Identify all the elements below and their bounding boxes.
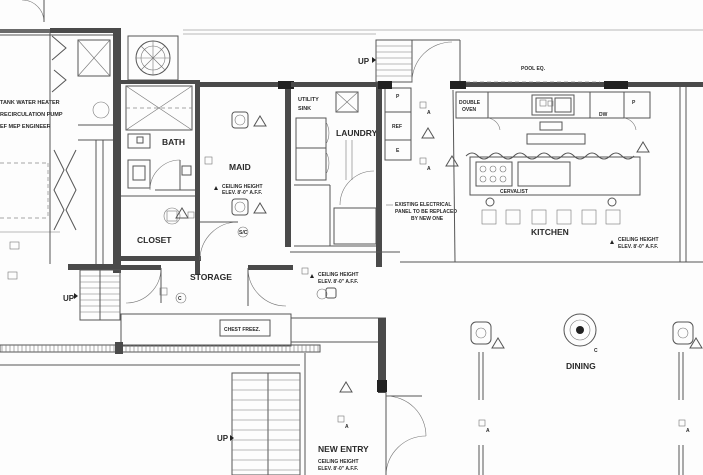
dining-area: C DINING A A	[470, 313, 703, 475]
laundry-room: UTILITY SINK LAUNDRY	[290, 82, 703, 267]
shaft-column	[49, 28, 121, 273]
fridge-a-tag-2: A	[427, 166, 431, 172]
storage-room: STORAGE C	[121, 265, 293, 307]
storage-c-tag: C	[178, 296, 182, 302]
new-entry-label: NEW ENTRY	[318, 444, 369, 454]
stair-top-up-label: UP	[358, 57, 370, 66]
closet-label: CLOSET	[137, 235, 172, 245]
fridge-a-tag-1: A	[427, 110, 431, 116]
storage-ceiling-note-2: ELEV. 8'-0" A.F.F.	[318, 279, 359, 285]
counter-p-tag: P	[632, 100, 636, 106]
utility-sink-label-2: SINK	[298, 106, 311, 112]
fridge-e-tag: E	[396, 148, 400, 154]
maid-room: MAID CEILING HEIGHT ELEV. 8'-0" A.F.F. S…	[199, 81, 294, 261]
double-oven-label-2: OVEN	[462, 107, 477, 113]
maid-ceiling-note-2: ELEV. 8'-0" A.F.F.	[222, 190, 263, 196]
entry-ceiling-note-2: ELEV. 8'-0" A.F.F.	[318, 466, 359, 472]
refrigerator: P REF E A A	[378, 81, 435, 172]
storage-ceiling-note-1: CEILING HEIGHT	[318, 272, 359, 278]
mechanical-fan	[127, 35, 179, 81]
bath-room: BATH	[121, 80, 200, 275]
water-heater-area: TANK WATER HEATER RECIRCULATION PUMP EF …	[0, 0, 63, 280]
electrical-panel-note: EXISTING ELECTRICAL PANEL TO BE REPLACED…	[386, 202, 457, 222]
electrical-note-1: EXISTING ELECTRICAL	[395, 202, 451, 208]
kitchen-ceiling-note-2: ELEV. 8'-0" A.F.F.	[618, 244, 659, 250]
dishwasher-label: DW	[599, 112, 608, 118]
dining-a-tag-2: A	[686, 428, 690, 434]
new-entry: UP NEW ENTRY CEILING HEIGHT ELEV. 8'-0" …	[0, 353, 427, 475]
double-oven-label-1: DOUBLE	[459, 100, 481, 106]
laundry-label: LAUNDRY	[336, 128, 378, 138]
kitchen-room: POOL EQ. DOUBLE OVEN DW P CERVALIST	[445, 66, 703, 263]
stair-bottom-up-label: UP	[217, 434, 229, 443]
kitchen-ceiling-note-1: CEILING HEIGHT	[618, 237, 659, 243]
cervalist-label: CERVALIST	[500, 189, 528, 195]
stair-left-up-label: UP	[63, 294, 75, 303]
hatched-wall	[0, 318, 387, 393]
water-heater-note-3: EF MEP ENGINEER	[0, 124, 51, 130]
bath-label: BATH	[162, 137, 185, 147]
kitchen-label: KITCHEN	[531, 227, 569, 237]
storage-ceiling-note: CEILING HEIGHT ELEV. 8'-0" A.F.F.	[301, 267, 359, 300]
stair-left: UP	[63, 269, 121, 321]
storage-label: STORAGE	[190, 272, 232, 282]
electrical-note-2: PANEL TO BE REPLACED	[395, 209, 457, 215]
utility-sink-label-1: UTILITY	[298, 97, 319, 103]
dining-c-tag: C	[594, 348, 598, 354]
electrical-note-3: BY NEW ONE	[411, 216, 444, 222]
fridge-p-tag: P	[396, 94, 400, 100]
stair-top: UP	[358, 39, 461, 83]
fridge-ref-label: REF	[392, 124, 402, 130]
water-heater-note-1: TANK WATER HEATER	[0, 100, 60, 106]
water-heater-note-2: RECIRCULATION PUMP	[0, 112, 63, 118]
entry-ceiling-note-1: CEILING HEIGHT	[318, 459, 359, 465]
dining-label: DINING	[566, 361, 596, 371]
maid-label: MAID	[229, 162, 251, 172]
closet-room: CLOSET	[121, 195, 201, 261]
corridor: CHEST FREEZ.	[120, 313, 386, 347]
chest-freezer-label: CHEST FREEZ.	[224, 327, 261, 333]
maid-ceiling-note-1: CEILING HEIGHT	[222, 184, 263, 190]
maid-sc-tag: S/C	[239, 230, 248, 236]
pool-eq-label: POOL EQ.	[521, 66, 546, 72]
dining-a-tag-1: A	[486, 428, 490, 434]
entry-a-tag: A	[345, 424, 349, 430]
